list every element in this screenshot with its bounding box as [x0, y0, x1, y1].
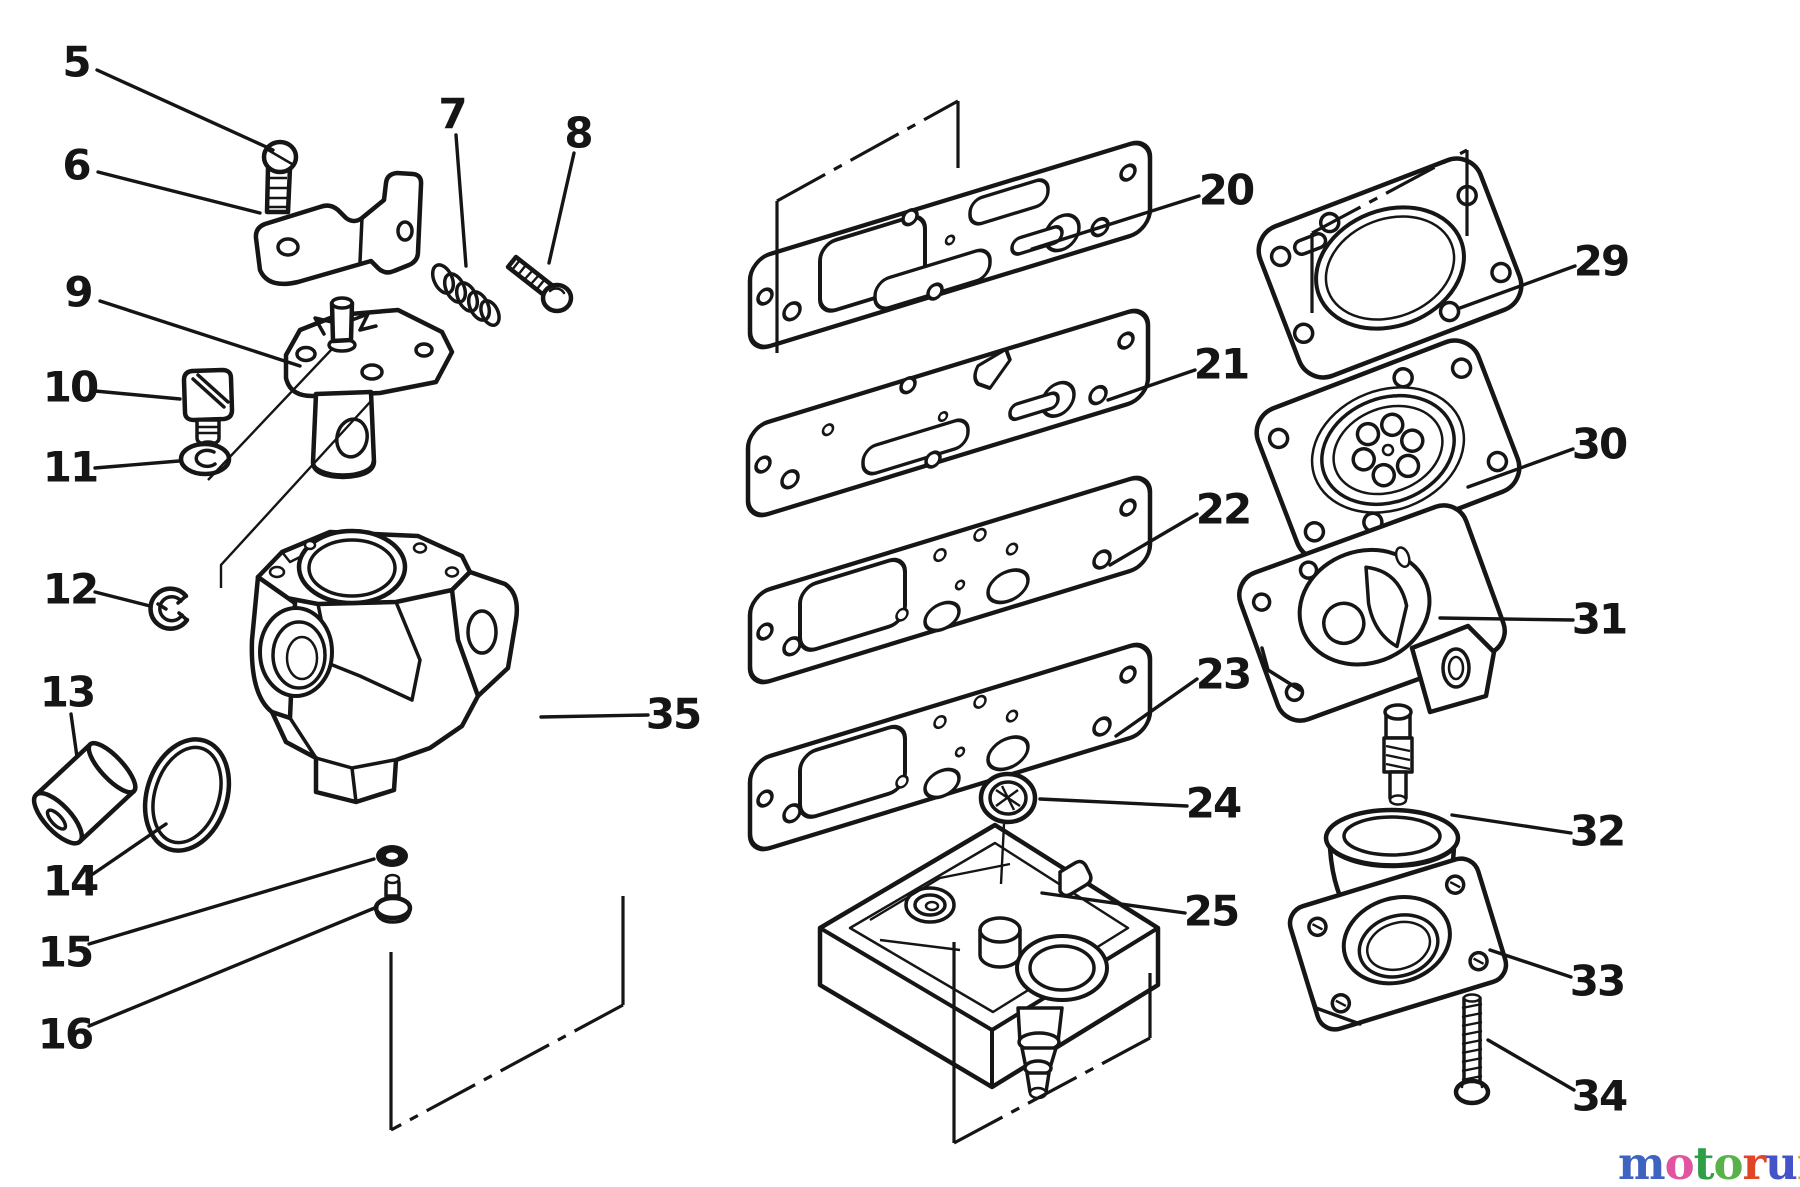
leader-line-33 — [1488, 948, 1573, 979]
callout-22: 22 — [1196, 485, 1250, 534]
callout-16: 16 — [38, 1010, 92, 1059]
callout-33: 33 — [1570, 957, 1624, 1006]
callout-8: 8 — [564, 109, 591, 158]
part-33-primer-base — [1287, 856, 1509, 1032]
leader-line-25 — [1040, 891, 1187, 915]
part-25-pump-body — [817, 822, 1161, 1100]
assembly-axis-lines — [207, 348, 1006, 885]
callout-35: 35 — [646, 690, 700, 739]
leader-line-8 — [547, 151, 576, 265]
part-5-screw — [261, 139, 299, 215]
part-34-screw — [1453, 993, 1491, 1106]
part-10-cap — [181, 367, 235, 450]
part-12-e-clip — [148, 586, 190, 631]
callout-31: 31 — [1572, 595, 1626, 644]
logo-letter: t — [1693, 1137, 1715, 1187]
callout-6: 6 — [62, 141, 89, 190]
callout-9: 9 — [64, 268, 91, 317]
part-23-gasket — [747, 642, 1153, 852]
part-35-carburetor-body — [249, 528, 520, 805]
motoruf-logo-text: motoruf — [1618, 1137, 1800, 1187]
callout-11: 11 — [43, 443, 97, 492]
logo-letter: o — [1713, 1137, 1743, 1187]
leader-line-13 — [69, 712, 79, 759]
leader-line-21 — [1106, 368, 1197, 402]
callout-23: 23 — [1196, 650, 1250, 699]
motoruf-watermark-link[interactable]: motoruf'.de — [1618, 1130, 1800, 1187]
leader-line-16 — [87, 905, 379, 1028]
leader-line-34 — [1486, 1038, 1576, 1092]
group-bracket-middle-bottom — [952, 942, 1152, 1145]
part-21-diaphragm — [745, 308, 1151, 518]
leader-line-6 — [96, 170, 262, 215]
leader-line-30 — [1466, 447, 1575, 489]
logo-letter: f — [1797, 1138, 1800, 1187]
leader-line-23 — [1114, 677, 1199, 738]
leader-line-31 — [1438, 616, 1575, 622]
part-31-metering-cover — [1237, 503, 1507, 806]
leader-line-32 — [1450, 813, 1573, 835]
leader-line-15 — [87, 857, 376, 946]
callout-30: 30 — [1572, 420, 1627, 469]
leader-line-22 — [1108, 512, 1199, 567]
logo-letter: r — [1742, 1137, 1766, 1187]
leader-line-24 — [1038, 797, 1189, 808]
callout-21: 21 — [1194, 340, 1248, 389]
group-bracket-right — [1310, 148, 1469, 313]
group-bracket-left — [389, 896, 625, 1132]
callout-15: 15 — [38, 928, 92, 977]
part-20-gasket — [747, 140, 1153, 350]
part-16-plug — [373, 873, 413, 924]
callout-34: 34 — [1572, 1072, 1627, 1121]
body-side-bore — [258, 606, 334, 698]
leader-line-14 — [91, 822, 168, 876]
callout-25: 25 — [1184, 887, 1238, 936]
callout-24: 24 — [1186, 779, 1241, 828]
callout-5: 5 — [62, 38, 89, 87]
logo-letter: o — [1664, 1137, 1695, 1187]
leader-line-10 — [93, 389, 182, 401]
part-24-screen — [978, 771, 1038, 825]
callout-32: 32 — [1570, 807, 1624, 856]
leader-line-12 — [93, 590, 152, 608]
callout-7: 7 — [438, 90, 465, 139]
leader-line-11 — [93, 459, 181, 470]
callout-13: 13 — [40, 668, 94, 717]
part-11-washer — [178, 441, 232, 477]
leader-line-29 — [1458, 264, 1577, 310]
part-6-bracket — [253, 170, 424, 287]
part-14-o-ring — [142, 737, 232, 853]
leader-line-7 — [454, 133, 468, 268]
callout-29: 29 — [1574, 237, 1628, 286]
cover-outlet-nipple — [1382, 703, 1414, 806]
callout-12: 12 — [43, 565, 97, 614]
leader-line-9 — [98, 299, 302, 368]
pump-inlet-barb — [1016, 1006, 1064, 1100]
logo-letter: u — [1765, 1137, 1798, 1187]
group-bracket-middle-top — [775, 99, 960, 353]
leader-line-35 — [539, 713, 650, 719]
callout-20: 20 — [1199, 166, 1254, 215]
callout-10: 10 — [43, 363, 98, 412]
part-9-throttle-assembly — [283, 296, 455, 480]
part-15-small-o-ring — [376, 845, 408, 867]
leader-line-20 — [1030, 194, 1201, 251]
logo-letter: m — [1618, 1137, 1666, 1187]
group-brackets — [389, 99, 1469, 1145]
part-29-gasket — [1256, 156, 1524, 380]
part-7-spring — [430, 263, 501, 328]
part-13-filter — [31, 740, 138, 846]
callout-14: 14 — [43, 857, 98, 906]
part-22-gasket — [747, 475, 1153, 685]
leader-line-5 — [95, 68, 275, 152]
part-8-screw — [505, 254, 574, 314]
callouts: 5 6 7 8 9 10 11 12 13 14 15 16 35 20 21 22 23 24 25 29 30 31 3… — [38, 38, 1630, 1121]
